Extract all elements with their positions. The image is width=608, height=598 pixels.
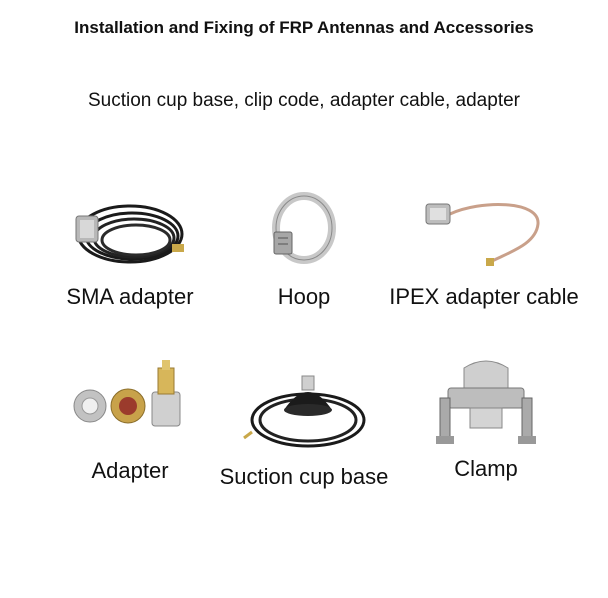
sma-adapter-cable-icon xyxy=(75,204,184,264)
product-adapter: Adapter xyxy=(60,356,200,496)
page-title: Installation and Fixing of FRP Antennas … xyxy=(74,18,534,37)
product-sma-adapter: SMA adapter xyxy=(60,180,200,320)
product-label: Hoop xyxy=(277,284,331,309)
product-clamp: Clamp xyxy=(416,356,556,496)
magnetic-suction-base-icon xyxy=(243,375,366,448)
product-label: Adapter xyxy=(91,458,169,483)
product-label: Suction cup base xyxy=(219,464,389,489)
product-label: IPEX adapter cable xyxy=(389,284,579,309)
page-subtitle: Suction cup base, clip code, adapter cab… xyxy=(87,90,520,111)
rf-adapters-icon xyxy=(73,360,181,427)
product-label: SMA adapter xyxy=(66,284,194,309)
product-suction-cup-base: Suction cup base xyxy=(206,356,402,496)
u-bolt-clamp-icon xyxy=(436,360,536,444)
hose-clamp-hoop-icon xyxy=(272,192,336,264)
product-hoop: Hoop xyxy=(236,180,372,320)
product-label: Clamp xyxy=(454,456,518,481)
product-ipex-adapter-cable: IPEX adapter cable xyxy=(384,180,584,320)
ipex-pigtail-cable-icon xyxy=(425,203,540,266)
